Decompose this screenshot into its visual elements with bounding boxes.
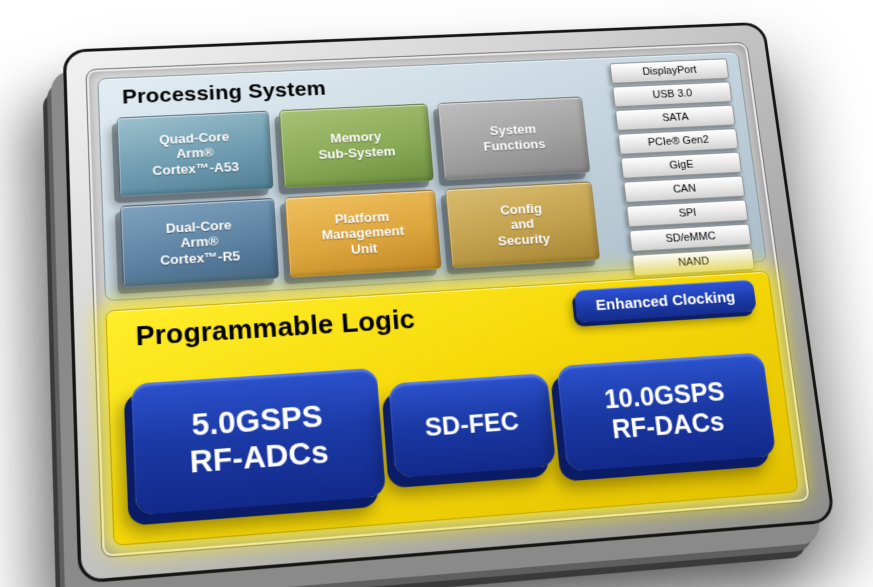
processing-system-panel: Processing System Quad-Core Arm® Cortex™…	[97, 51, 768, 302]
block-rf-dacs: 10.0GSPS RF-DACs	[556, 351, 777, 472]
block-config-and-security: Config and Security	[444, 181, 601, 269]
processing-system-title: Processing System	[121, 77, 327, 109]
programmable-logic-title: Programmable Logic	[135, 303, 417, 352]
io-block-spi: SPI	[626, 199, 749, 228]
io-block-sata: SATA	[614, 104, 736, 131]
block-enhanced-clocking: Enhanced Clocking	[573, 279, 757, 323]
block-system-functions: System Functions	[437, 96, 591, 181]
io-block-can: CAN	[623, 175, 746, 203]
block-sd-fec: SD-FEC	[388, 372, 557, 478]
chip-board: Processing System Quad-Core Arm® Cortex™…	[85, 41, 812, 559]
io-block-column: DisplayPort USB 3.0 SATA PCIe® Gen2 GigE…	[609, 58, 756, 277]
block-dual-core-cortex-r5: Dual-Core Arm® Cortex™-R5	[119, 197, 280, 288]
io-block-displayport: DisplayPort	[609, 58, 730, 84]
processing-system-block-grid: Quad-Core Arm® Cortex™-A53 Memory Sub-Sy…	[116, 96, 601, 288]
block-memory-sub-system: Memory Sub-System	[278, 103, 434, 189]
io-block-gige: GigE	[620, 151, 743, 179]
block-rf-adcs: 5.0GSPS RF-ADCs	[131, 367, 387, 515]
io-block-sd-emmc: SD/eMMC	[628, 223, 752, 252]
io-block-pcie-gen2: PCIe® Gen2	[617, 128, 739, 155]
chip-package: Processing System Quad-Core Arm® Cortex™…	[62, 21, 836, 584]
io-block-usb3: USB 3.0	[612, 81, 733, 108]
block-quad-core-cortex-a53: Quad-Core Arm® Cortex™-A53	[116, 110, 274, 197]
programmable-logic-panel: Programmable Logic Enhanced Clocking 5.0…	[105, 270, 799, 547]
block-platform-management-unit: Platform Management Unit	[284, 189, 442, 278]
programmable-logic-block-row: 5.0GSPS RF-ADCs SD-FEC 10.0GSPS RF-DACs	[130, 328, 779, 529]
